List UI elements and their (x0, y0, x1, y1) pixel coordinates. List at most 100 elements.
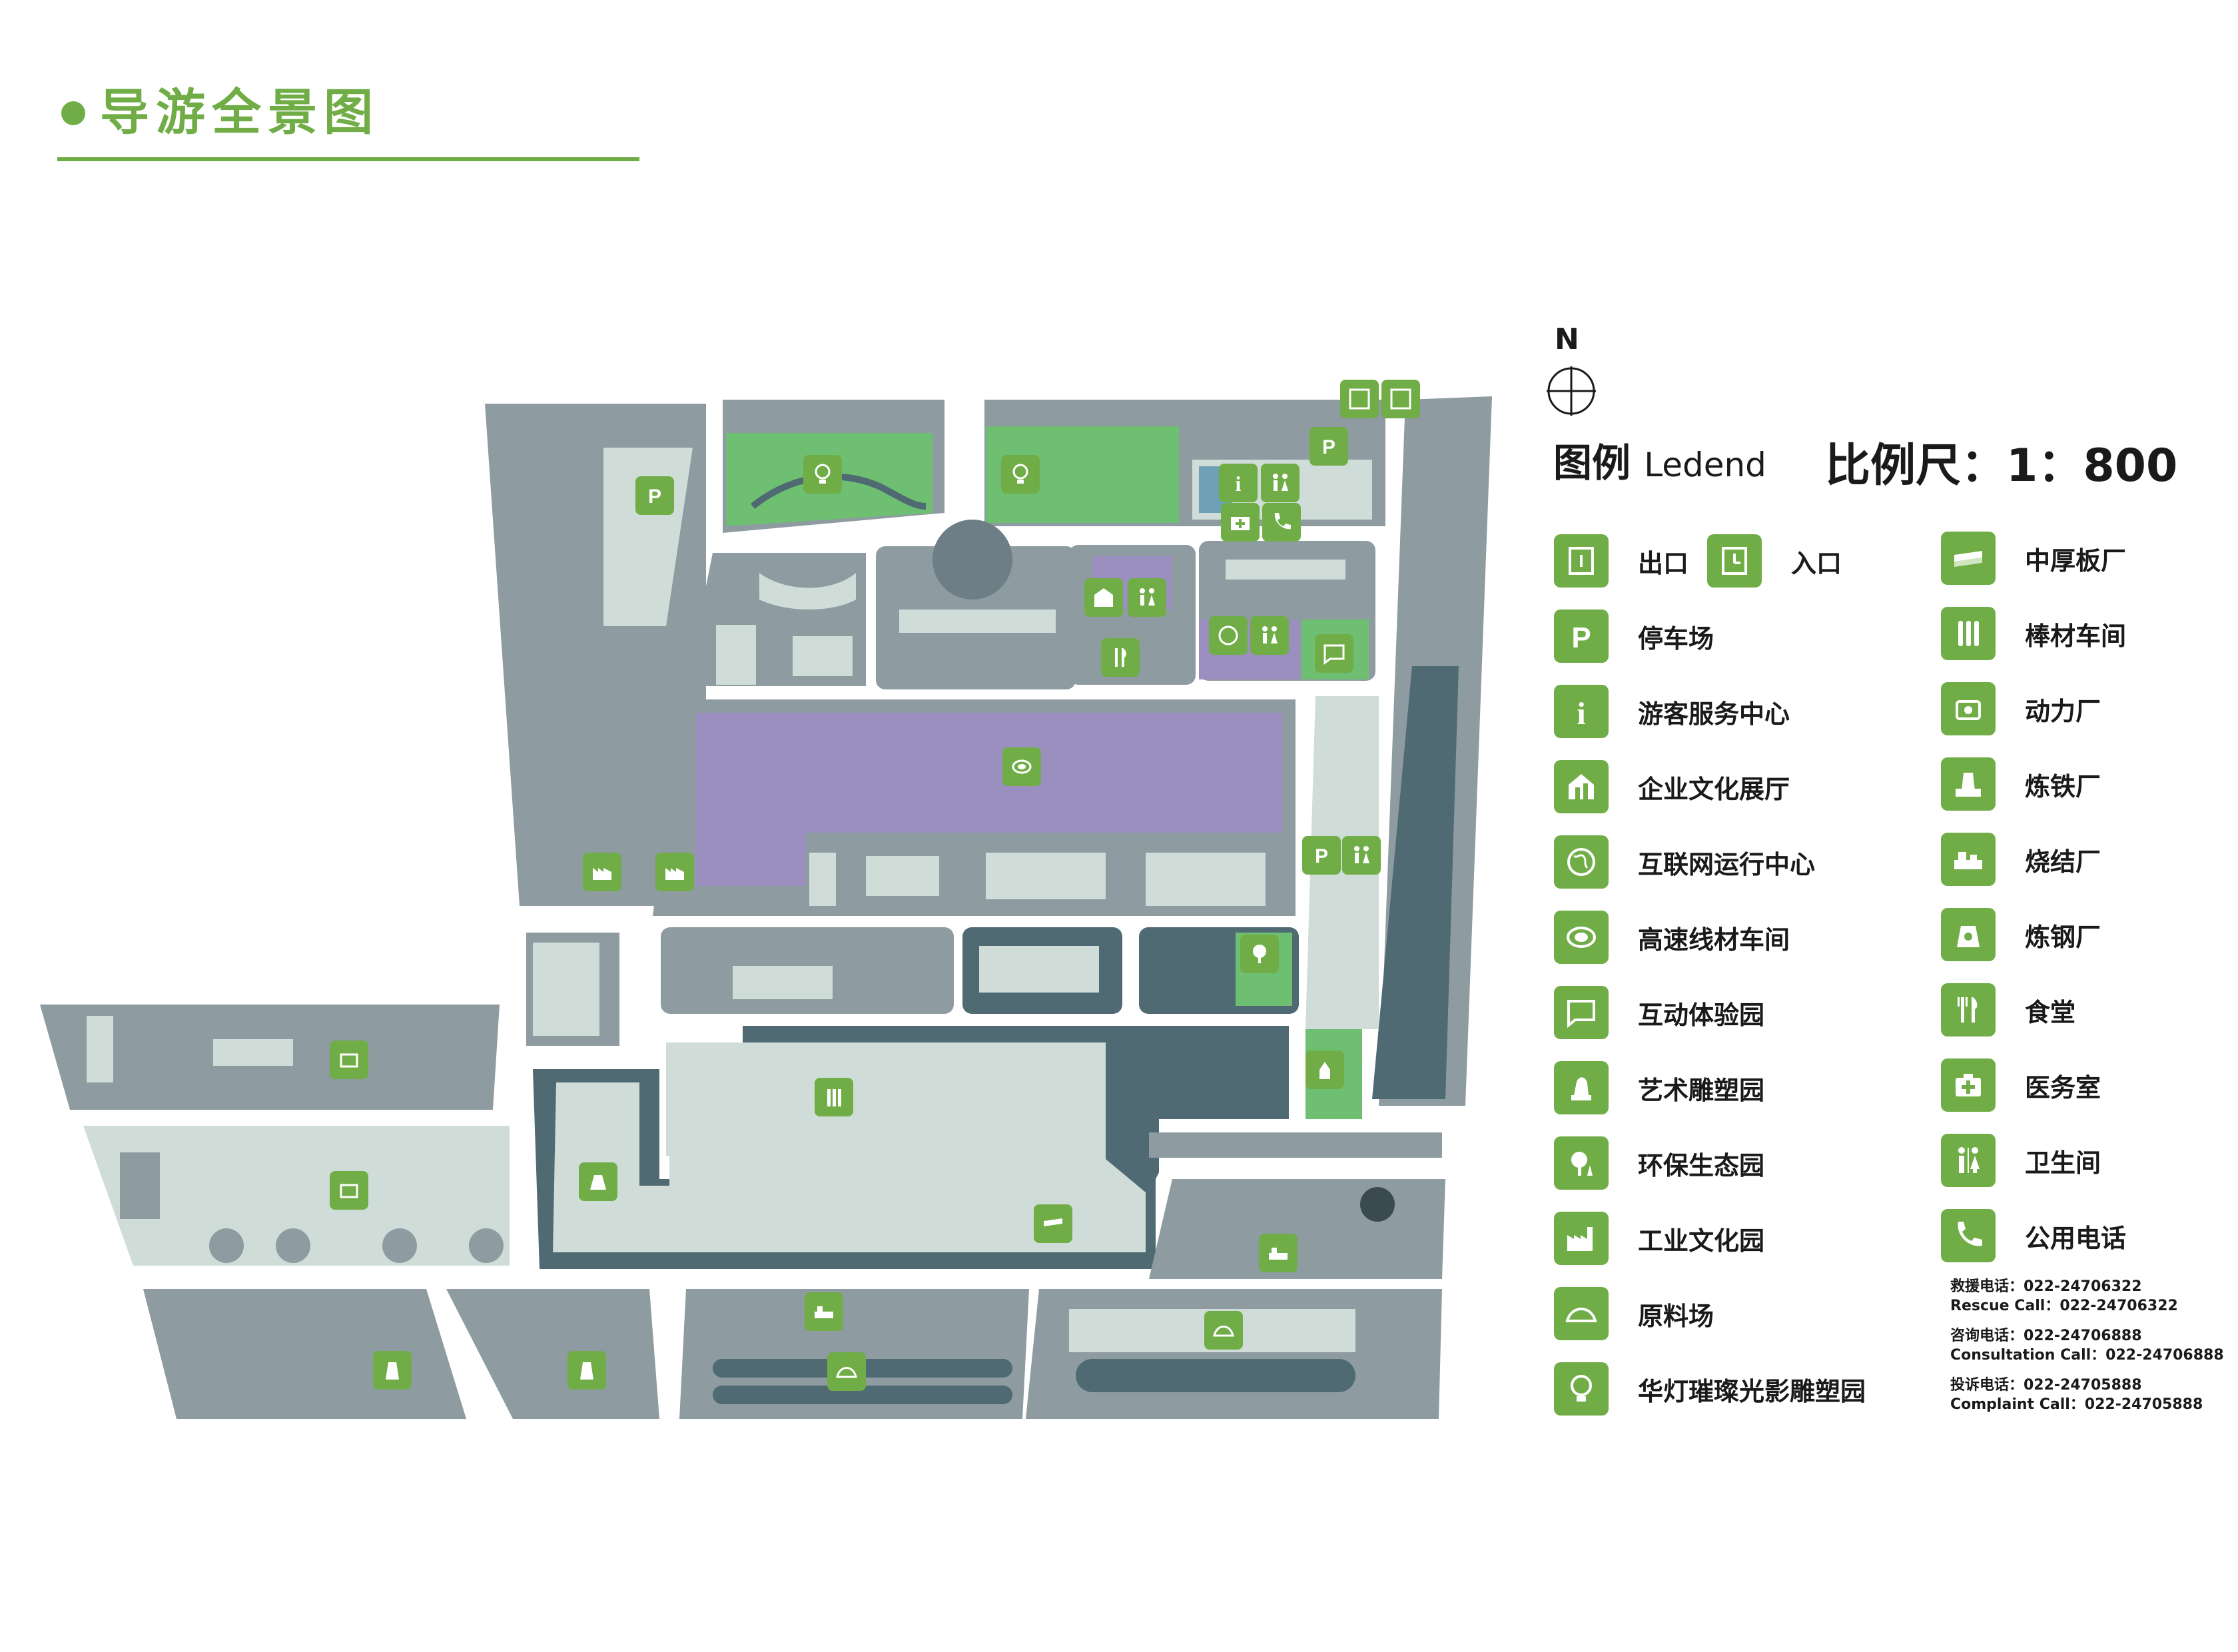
legend-label: 华灯璀璨光影雕塑园 (1638, 1376, 1866, 1406)
legend-title-cn: 图例 (1553, 440, 1631, 486)
map-sculpture-icon[interactable] (1306, 1050, 1344, 1089)
map-globe-icon[interactable] (1209, 616, 1248, 655)
map-restroom-icon[interactable] (1342, 836, 1381, 875)
map-restroom-icon[interactable] (1128, 578, 1166, 617)
map-converter-icon[interactable] (579, 1162, 617, 1201)
legend-item-industrial-park: 工业文化园 (1554, 1210, 1764, 1266)
map-steel-bar-icon[interactable] (815, 1078, 853, 1116)
header-underline (57, 157, 639, 161)
legend-label: 公用电话 (2025, 1223, 2127, 1253)
map-light-bulb-icon[interactable] (1001, 455, 1040, 494)
legend-item-plate-mill: 中厚板厂 (1941, 530, 2126, 586)
north-label: N (1555, 322, 1579, 356)
contact-complaint: 投诉电话：022-24705888 Complaint Call：022-247… (1950, 1376, 2203, 1414)
legend-item-sintering: 烧结厂 (1941, 831, 2101, 887)
legend-item-steelmaking: 炼钢厂 (1941, 907, 2101, 963)
svg-text:P: P (648, 486, 661, 508)
map-info-icon[interactable]: i (1219, 464, 1258, 502)
map-blast-furnace-icon[interactable] (567, 1351, 606, 1390)
legend-item-sculpture-park: 艺术雕塑园 (1554, 1060, 1764, 1116)
legend-item-exit: 出口 (1554, 533, 1688, 589)
legend-label: 企业文化展厅 (1638, 774, 1790, 804)
engine-icon (1941, 682, 1996, 735)
legend-item-power-plant: 动力厂 (1941, 681, 2101, 737)
steel-bar-icon (1941, 607, 1996, 660)
svg-text:i: i (1577, 696, 1585, 729)
legend-item-bar-mill: 棒材车间 (1941, 606, 2126, 661)
map-wire-coil-icon[interactable] (1002, 747, 1041, 786)
contact-rescue-en: Rescue Call：022-24706322 (1950, 1298, 2178, 1314)
map-parking-icon[interactable]: P (1309, 427, 1348, 466)
phone-icon (1941, 1209, 1996, 1262)
map-blast-furnace-icon[interactable] (373, 1351, 412, 1390)
contact-consultation-cn: 咨询电话：022-24706888 (1950, 1328, 2142, 1344)
map-factory-icon[interactable] (655, 853, 694, 891)
scale-label: 比例尺：1：800 (1825, 440, 2178, 492)
legend-label: 入口 (1791, 548, 1842, 578)
map-entrance-icon[interactable] (1340, 380, 1379, 418)
legend-item-clinic: 医务室 (1941, 1057, 2101, 1113)
legend-item-public-phone: 公用电话 (1941, 1208, 2126, 1264)
converter-icon (1941, 908, 1996, 961)
header-bullet (61, 101, 85, 125)
map-sinter-machine-icon[interactable] (805, 1292, 843, 1331)
map-light-bulb-icon[interactable] (803, 455, 842, 494)
svg-text:P: P (1571, 621, 1591, 654)
light-bulb-icon (1554, 1362, 1609, 1416)
legend-label: 烧结厂 (2025, 847, 2101, 877)
wire-coil-icon (1554, 911, 1609, 964)
map-parking-icon[interactable]: P (635, 476, 674, 515)
legend-item-ironmaking: 炼铁厂 (1941, 756, 2101, 812)
sculpture-icon (1554, 1061, 1609, 1114)
contact-consultation-en: Consultation Call：022-24706888 (1950, 1347, 2224, 1364)
svg-text:i: i (1236, 472, 1242, 496)
medical-kit-icon (1941, 1058, 1996, 1112)
map-phone-icon[interactable] (1262, 503, 1301, 542)
map-dome-icon[interactable] (1204, 1311, 1243, 1350)
map-medical-kit-icon[interactable] (1221, 503, 1260, 542)
legend-label: 棒材车间 (2025, 621, 2127, 651)
map-engine-icon[interactable] (330, 1040, 368, 1079)
sinter-machine-icon (1941, 833, 1996, 886)
map-factory-icon[interactable] (583, 853, 621, 891)
entrance-icon (1707, 534, 1762, 588)
map-restroom-icon[interactable] (1261, 464, 1300, 502)
page-title: 导游全景图 (100, 84, 380, 141)
map-exhibition-hall-icon[interactable] (1084, 578, 1123, 617)
map-chat-bubble-icon[interactable] (1315, 634, 1353, 673)
legend-label: 出口 (1638, 548, 1689, 578)
map-tree-icon[interactable] (1240, 935, 1279, 973)
map-parking-icon[interactable]: P (1302, 836, 1341, 875)
map-engine-icon[interactable] (330, 1171, 368, 1210)
map-entrance-icon[interactable] (1381, 380, 1420, 418)
svg-text:P: P (1315, 845, 1328, 867)
compass-icon (1547, 366, 1596, 416)
legend-item-eco-park: 环保生态园 (1554, 1135, 1764, 1191)
legend-label: 动力厂 (2025, 696, 2101, 726)
tree-icon (1554, 1136, 1609, 1190)
map-dome-icon[interactable] (827, 1352, 866, 1391)
legend-item-light-sculpture: 华灯璀璨光影雕塑园 (1554, 1361, 1866, 1417)
svg-text:P: P (1322, 436, 1335, 458)
legend-item-internet-center: 互联网运行中心 (1554, 834, 1815, 890)
legend-title-en: Ledend (1644, 446, 1766, 484)
chat-bubble-icon (1554, 986, 1609, 1039)
map-restroom-icon[interactable] (1250, 616, 1289, 655)
legend-item-raw-material-yard: 原料场 (1554, 1286, 1714, 1342)
map-sinter-machine-icon[interactable] (1259, 1234, 1298, 1272)
legend-item-info: i 游客服务中心 (1554, 683, 1790, 739)
legend-label: 游客服务中心 (1638, 699, 1790, 729)
west-industrial-blocks (40, 1005, 659, 1419)
legend-label: 高速线材车间 (1638, 925, 1790, 955)
contact-rescue-cn: 救援电话：022-24706322 (1950, 1278, 2142, 1295)
legend-item-wire-rod: 高速线材车间 (1554, 909, 1790, 965)
legend-label: 互联网运行中心 (1638, 849, 1816, 879)
legend-title: 图例 Ledend (1553, 444, 1766, 482)
globe-icon (1554, 835, 1609, 889)
legend-label: 卫生间 (2025, 1148, 2101, 1178)
legend-item-restroom: 卫生间 (1941, 1132, 2101, 1188)
map-cutlery-icon[interactable] (1101, 638, 1140, 677)
legend-item-entrance: 入口 (1707, 533, 1842, 589)
map-steel-plate-icon[interactable] (1034, 1204, 1072, 1243)
factory-icon (1554, 1212, 1609, 1265)
